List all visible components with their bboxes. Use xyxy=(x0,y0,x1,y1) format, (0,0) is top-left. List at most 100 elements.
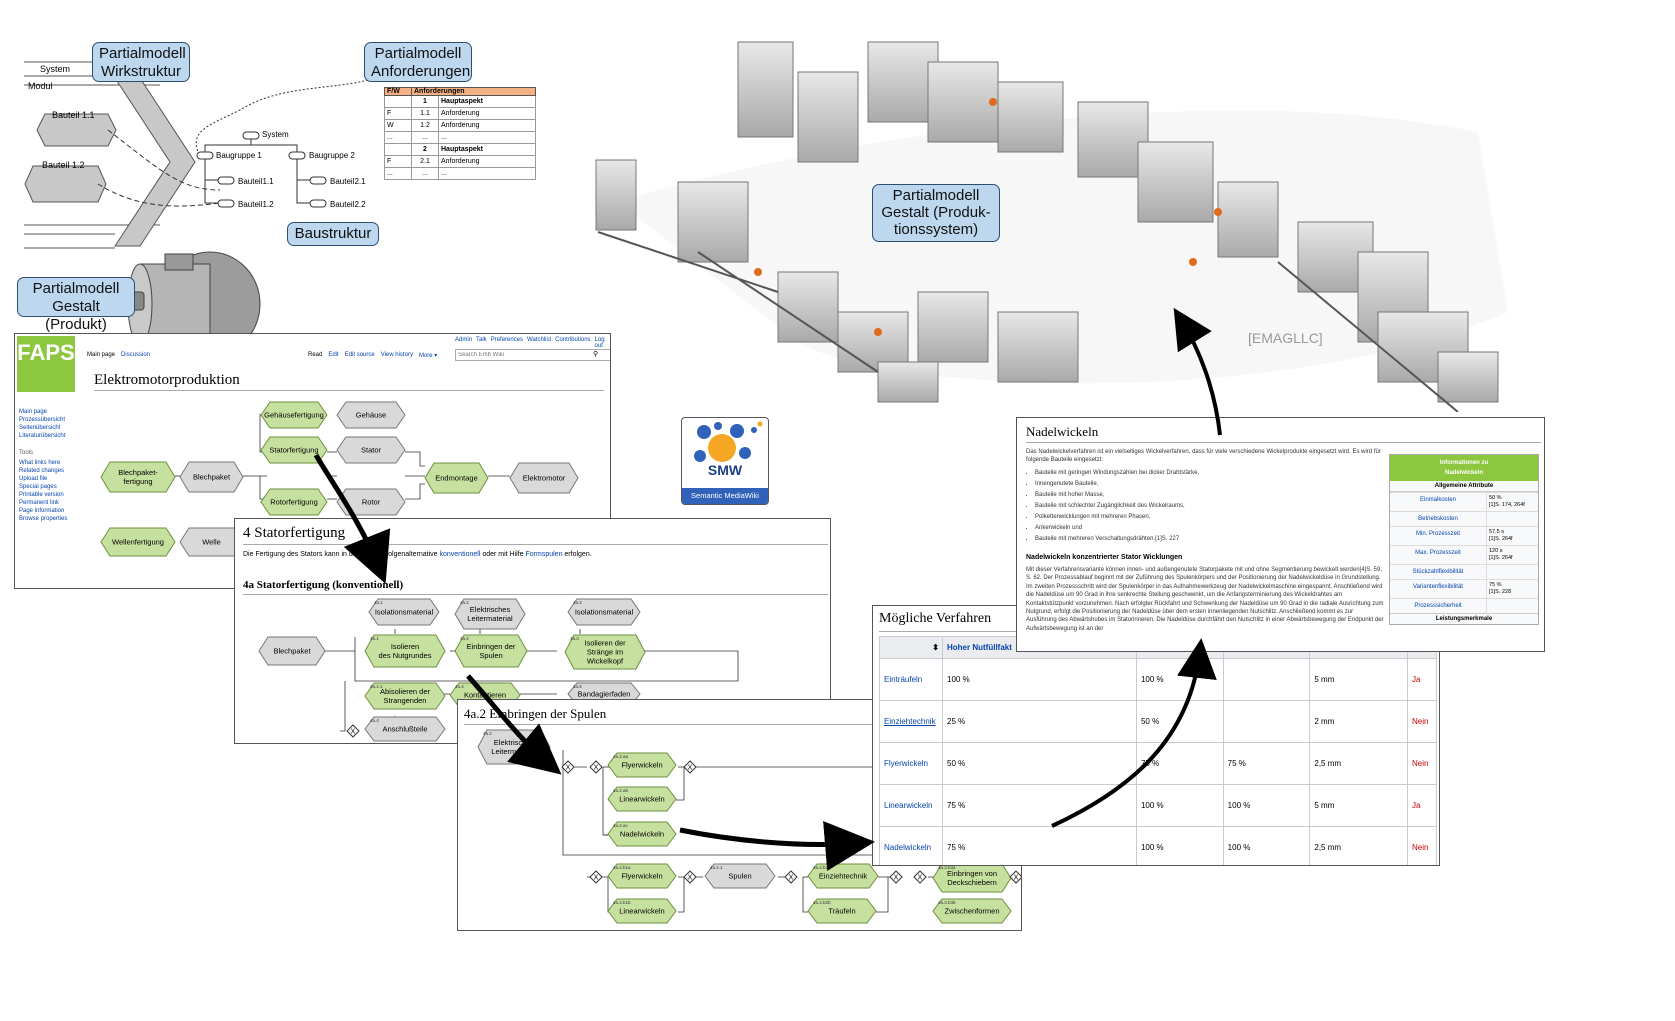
verfahren-link[interactable]: Einziehtechnik xyxy=(879,700,943,743)
sort-icon[interactable]: ⬍ xyxy=(879,636,943,659)
process-node[interactable]: Gehäusefertigung xyxy=(260,401,328,429)
infobox-key[interactable]: Max. Prozesszeit xyxy=(1415,550,1461,556)
process-node[interactable]: Blechpaket-fertigung xyxy=(100,461,176,493)
sidebar-link[interactable]: Main page xyxy=(19,409,48,415)
process-node-label: Einziehtechnik xyxy=(819,872,868,881)
sidebar-link[interactable]: Literaturübersicht xyxy=(19,433,66,439)
infobox-key[interactable]: Betriebskosten xyxy=(1418,516,1458,522)
sidebar-tool-link[interactable]: Printable version xyxy=(19,492,64,498)
toplink[interactable]: Talk xyxy=(476,337,487,343)
sidebar-link[interactable]: Prozessübersicht xyxy=(19,417,66,423)
view-tab[interactable]: Edit xyxy=(328,352,339,358)
wirk-bauteil12-label: Bauteil 1.2 xyxy=(42,160,85,170)
view-tab[interactable]: Read xyxy=(308,352,323,358)
konventionell-link[interactable]: konventionell xyxy=(439,551,481,558)
anforderungen-link xyxy=(195,79,369,153)
req-fw xyxy=(384,143,412,156)
view-tab[interactable]: View history xyxy=(380,352,413,358)
sidebar-link[interactable]: Seitenübersicht xyxy=(19,425,61,431)
toplink[interactable]: Admin xyxy=(455,337,473,343)
sidebar-tool-link[interactable]: Permanent link xyxy=(19,500,60,506)
sidebar-tool-link[interactable]: Browse properties xyxy=(19,516,68,522)
process-node[interactable]: Endmontage xyxy=(424,462,489,494)
verfahren-link[interactable]: Einträufeln xyxy=(879,658,943,701)
process-node[interactable]: Blechpaket xyxy=(258,636,326,666)
req-row: ......... xyxy=(384,131,536,144)
toplink[interactable]: Contributions xyxy=(555,337,591,343)
infobox-row: Betriebskosten xyxy=(1390,511,1538,526)
infobox-key[interactable]: Stückzahlflexibilität xyxy=(1412,569,1464,575)
svg-text:X: X xyxy=(1014,875,1019,882)
process-node-label: Spulen xyxy=(728,872,751,881)
process-node[interactable]: Rotor xyxy=(336,488,406,516)
sidebar-tool-link[interactable]: Upload file xyxy=(19,476,48,482)
infobox-key[interactable]: Prozesssicherheit xyxy=(1414,603,1462,609)
toplink[interactable]: Log out xyxy=(594,337,605,349)
process-node[interactable]: Elektromotor xyxy=(509,462,579,494)
flow-edge xyxy=(676,767,685,801)
process-node-id: 4a.3.b3a xyxy=(938,865,956,870)
smw-logo: SMW Semantic MediaWiki xyxy=(681,417,769,505)
req-number: ... xyxy=(411,167,439,180)
search-icon[interactable]: ⚲ xyxy=(593,351,599,358)
formspulen-link[interactable]: Formspulen xyxy=(525,551,563,558)
infobox-key[interactable]: Variantenflexibilität xyxy=(1413,584,1463,590)
process-node[interactable]: Statorfertigung xyxy=(260,436,328,464)
search-input[interactable] xyxy=(455,349,610,361)
req-header-fw: F/W xyxy=(384,87,412,96)
xor-gateway: X xyxy=(561,760,575,774)
sidebar-tool-link[interactable]: Special pages xyxy=(19,484,57,490)
process-node[interactable]: Wellenfertigung xyxy=(100,527,176,557)
process-node[interactable]: Rotorfertigung xyxy=(260,488,328,516)
process-node[interactable]: Gehäuse xyxy=(336,401,406,429)
process-node[interactable]: Stator xyxy=(336,436,406,464)
sidebar-tool-link[interactable]: Page information xyxy=(19,508,65,514)
infobox-key[interactable]: Min. Prozesszeit xyxy=(1415,531,1460,537)
page-tab[interactable]: Main page xyxy=(87,352,116,358)
verfahren-link[interactable]: Flyerwickeln xyxy=(879,742,943,785)
flow-edge xyxy=(354,650,739,682)
toplink[interactable]: Preferences xyxy=(490,337,524,343)
xor-gateway: X xyxy=(784,870,798,884)
verfahren-flag: Ja xyxy=(1407,658,1437,701)
infobox-key[interactable]: Einmalkosten xyxy=(1419,497,1457,503)
view-tab[interactable]: More ▾ xyxy=(418,353,438,359)
sidebar-tool-link[interactable]: Related changes xyxy=(19,468,65,474)
nadel-bullet: Bauteile mit mehreren Verschaltungsdräht… xyxy=(1035,534,1395,545)
process-node[interactable]: Blechpaket xyxy=(179,461,244,493)
view-tab[interactable]: Edit source xyxy=(344,352,375,358)
verfahren-cell: 75 % xyxy=(1222,742,1311,785)
verfahren-link[interactable]: Nadelwickeln xyxy=(879,826,943,865)
sidebar-tool-link[interactable]: What links here xyxy=(19,460,61,466)
page-tab[interactable]: Discussion xyxy=(121,352,151,358)
nadel-bullet: Bauteile mit geringen Windungszahlen bei… xyxy=(1035,468,1395,479)
process-node-label: Linearwickeln xyxy=(619,907,664,916)
verfahren-link[interactable]: Linearwickeln xyxy=(879,784,943,827)
toplink[interactable]: Watchlist xyxy=(527,337,552,343)
